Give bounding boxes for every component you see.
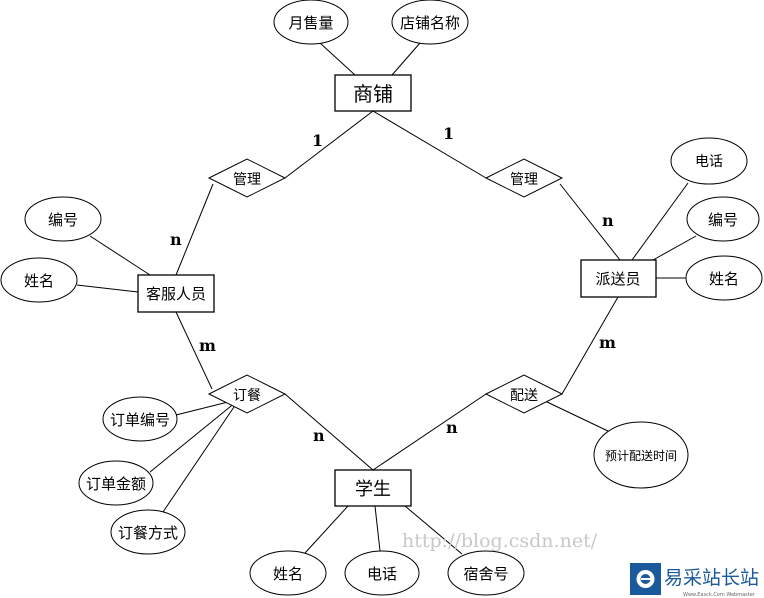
attribute-label: 姓名 — [24, 272, 54, 290]
relation-manage-left[interactable]: 管理 — [207, 158, 287, 198]
attribute-label: 预计配送时间 — [605, 448, 677, 463]
cardinality-label: 1 — [312, 131, 323, 150]
attribute-label: 宿舍号 — [463, 565, 508, 583]
relation-manage-right[interactable]: 管理 — [484, 158, 564, 198]
relation-order[interactable]: 订餐 — [207, 374, 287, 414]
attribute-label: 订单金额 — [86, 475, 146, 493]
attribute-label: 月售量 — [288, 14, 333, 32]
attr-service-id[interactable]: 编号 — [24, 196, 102, 242]
watermark: http://blog.csdn.net/ — [402, 530, 598, 552]
entity-label: 学生 — [355, 479, 391, 500]
cardinality-label: n — [602, 211, 614, 230]
attr-courier-phone[interactable]: 电话 — [670, 137, 748, 185]
cardinality-label: 1 — [443, 124, 454, 143]
attribute-label: 编号 — [48, 211, 78, 229]
attribute-label: 姓名 — [273, 565, 303, 583]
attr-student-name[interactable]: 姓名 — [249, 550, 327, 596]
watermark-sub: Www.Easck.Com Webmaster — [683, 592, 756, 598]
watermark-brand: 易采站长站 — [664, 567, 759, 589]
entity-student[interactable]: 学生 — [334, 469, 412, 507]
attr-order-id[interactable]: 订单编号 — [102, 396, 178, 442]
entity-service[interactable]: 客服人员 — [137, 274, 215, 313]
attribute-label: 店铺名称 — [400, 14, 460, 32]
cardinality-label: n — [446, 418, 458, 437]
entity-shop[interactable]: 商铺 — [334, 74, 412, 112]
cardinality-labels: 1 1 n n m n n m — [170, 124, 616, 445]
attr-deliver-time[interactable]: 预计配送时间 — [593, 421, 689, 489]
cardinality-label: m — [199, 336, 216, 355]
attr-student-phone[interactable]: 电话 — [344, 550, 420, 596]
entity-label: 派送员 — [595, 270, 640, 288]
relation-deliver[interactable]: 配送 — [484, 374, 564, 414]
watermark-logo: 易采站长站 Www.Easck.Com Webmaster — [630, 563, 759, 598]
attr-courier-name[interactable]: 姓名 — [685, 255, 763, 301]
attribute-label: 订单编号 — [110, 411, 170, 429]
attr-shop-sales[interactable]: 月售量 — [273, 0, 349, 45]
attribute-label: 编号 — [708, 211, 738, 229]
entity-label: 商铺 — [353, 82, 393, 106]
attr-courier-id[interactable]: 编号 — [686, 196, 760, 242]
attr-student-dorm[interactable]: 宿舍号 — [447, 550, 525, 596]
cardinality-label: n — [313, 426, 325, 445]
attr-service-name[interactable]: 姓名 — [0, 257, 78, 303]
cardinality-label: m — [599, 333, 616, 352]
relation-label: 管理 — [510, 172, 538, 188]
attribute-label: 姓名 — [709, 270, 739, 288]
cardinality-label: n — [170, 230, 182, 249]
attr-order-method[interactable]: 订餐方式 — [110, 509, 186, 555]
attr-order-amount[interactable]: 订单金额 — [78, 460, 154, 506]
relation-label: 管理 — [233, 172, 261, 188]
attr-shop-name[interactable]: 店铺名称 — [391, 0, 469, 45]
attribute-label: 电话 — [367, 565, 397, 583]
attribute-label: 电话 — [695, 154, 723, 170]
relation-label: 订餐 — [233, 388, 261, 404]
attribute-label: 订餐方式 — [118, 524, 178, 542]
watermark-url: http://blog.csdn.net/ — [402, 530, 598, 552]
relation-label: 配送 — [510, 388, 538, 404]
entity-courier[interactable]: 派送员 — [580, 259, 657, 298]
entity-label: 客服人员 — [146, 285, 206, 303]
